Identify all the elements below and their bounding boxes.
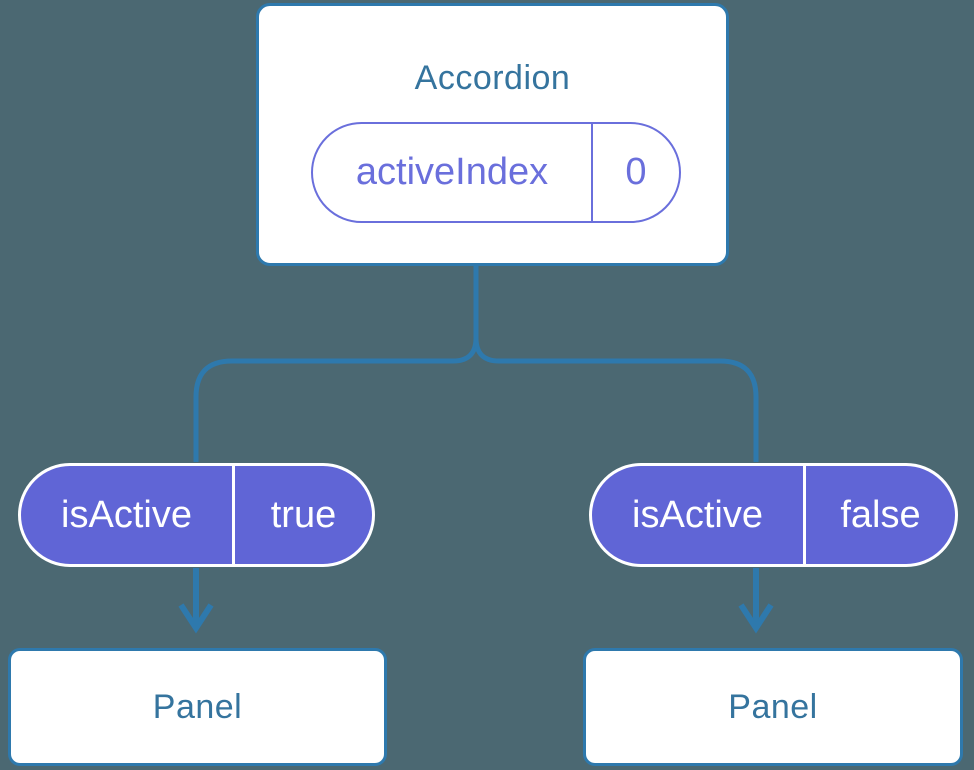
panel-node-right: Panel [583,648,963,766]
accordion-node: Accordion activeIndex 0 [256,3,729,266]
pill-divider [803,466,806,564]
state-pill-value: 0 [625,151,647,193]
pill-divider [591,124,593,221]
connector-left-branch [193,265,479,462]
pill-divider [232,466,235,564]
arrow-down-icon [178,568,214,634]
panel-node-left: Panel [8,648,387,766]
state-pill-activeindex: activeIndex 0 [311,122,681,223]
prop-pill-isactive-false: isActive false [589,463,958,567]
panel-node-title: Panel [152,687,243,726]
prop-pill-label: isActive [61,493,192,536]
connector-right-branch [473,265,759,462]
accordion-node-title: Accordion [414,59,571,97]
panel-node-title: Panel [728,687,818,726]
prop-pill-isactive-true: isActive true [18,463,375,567]
prop-pill-value: true [270,493,337,536]
arrow-down-icon [738,568,774,634]
prop-pill-label: isActive [632,493,763,536]
state-pill-label: activeIndex [355,151,549,193]
prop-pill-value: false [840,493,921,536]
